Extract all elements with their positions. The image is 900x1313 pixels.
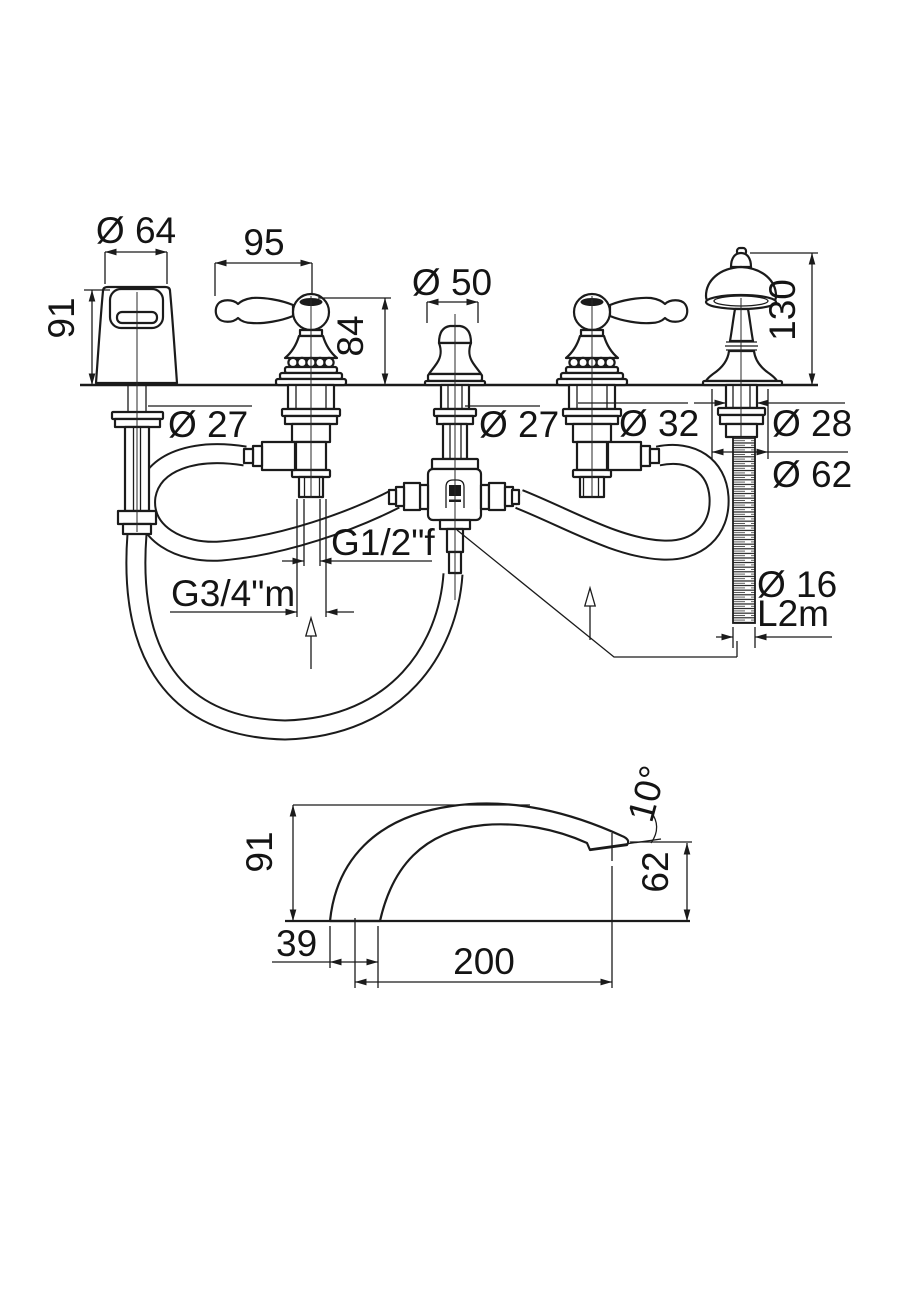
lever-handle-right bbox=[555, 292, 689, 387]
dim-side-height-label: 91 bbox=[239, 831, 280, 872]
dim-handshower-shank-label: Ø 28 bbox=[772, 403, 852, 444]
dim-handshower-height-label: 130 bbox=[762, 279, 803, 341]
dim-diverter-shank-label: Ø 27 bbox=[479, 404, 559, 445]
dim-shower-hose-length-label: L2m bbox=[757, 593, 829, 634]
valve-body bbox=[242, 383, 342, 499]
dim-spout-shank-label: Ø 27 bbox=[168, 404, 248, 445]
angle-leader-arc bbox=[650, 811, 658, 844]
dim-outlet-height-label: 62 bbox=[635, 851, 676, 892]
dim-outlet-angle-label: 10° bbox=[620, 761, 674, 826]
dim-handshower-base-label: Ø 62 bbox=[772, 454, 852, 495]
dim-base-width-label: 39 bbox=[276, 923, 317, 964]
dim-spout-width-label: Ø 64 bbox=[96, 210, 176, 251]
side-dimension-lines bbox=[272, 804, 692, 988]
dim-supply-thread-label: G3/4"m bbox=[171, 573, 295, 614]
spout-profile bbox=[328, 802, 630, 923]
dimension-lines bbox=[84, 248, 848, 669]
flow-arrow-right bbox=[583, 585, 597, 640]
shower-hose-corrugated bbox=[732, 436, 756, 624]
dim-handle-height-label: 84 bbox=[330, 315, 371, 356]
lever-handle bbox=[214, 292, 348, 387]
dimension-labels: Ø 64 91 95 84 Ø 50 130 Ø 27 Ø 27 Ø 32 Ø … bbox=[41, 210, 852, 634]
dim-outlet-thread-label: G1/2"f bbox=[331, 522, 435, 563]
dim-reach-label: 200 bbox=[453, 941, 515, 982]
front-view: Ø 64 91 95 84 Ø 50 130 Ø 27 Ø 27 Ø 32 Ø … bbox=[41, 210, 852, 741]
dim-shower-hose-dia-label: Ø 16 bbox=[757, 564, 837, 605]
dim-diverter-knob-label: Ø 50 bbox=[412, 262, 492, 303]
hose-leader-line bbox=[456, 529, 737, 658]
dim-spout-height-label: 91 bbox=[41, 297, 82, 338]
flow-arrow-left bbox=[304, 615, 318, 669]
dim-lever-length-label: 95 bbox=[243, 222, 284, 263]
side-dimension-labels: 91 62 39 200 10° bbox=[239, 761, 676, 982]
centerlines bbox=[136, 292, 742, 600]
dim-valve-shank-label: Ø 32 bbox=[619, 403, 699, 444]
spout-side-view: 91 62 39 200 10° bbox=[239, 761, 692, 988]
flexible-hoses bbox=[125, 443, 730, 741]
